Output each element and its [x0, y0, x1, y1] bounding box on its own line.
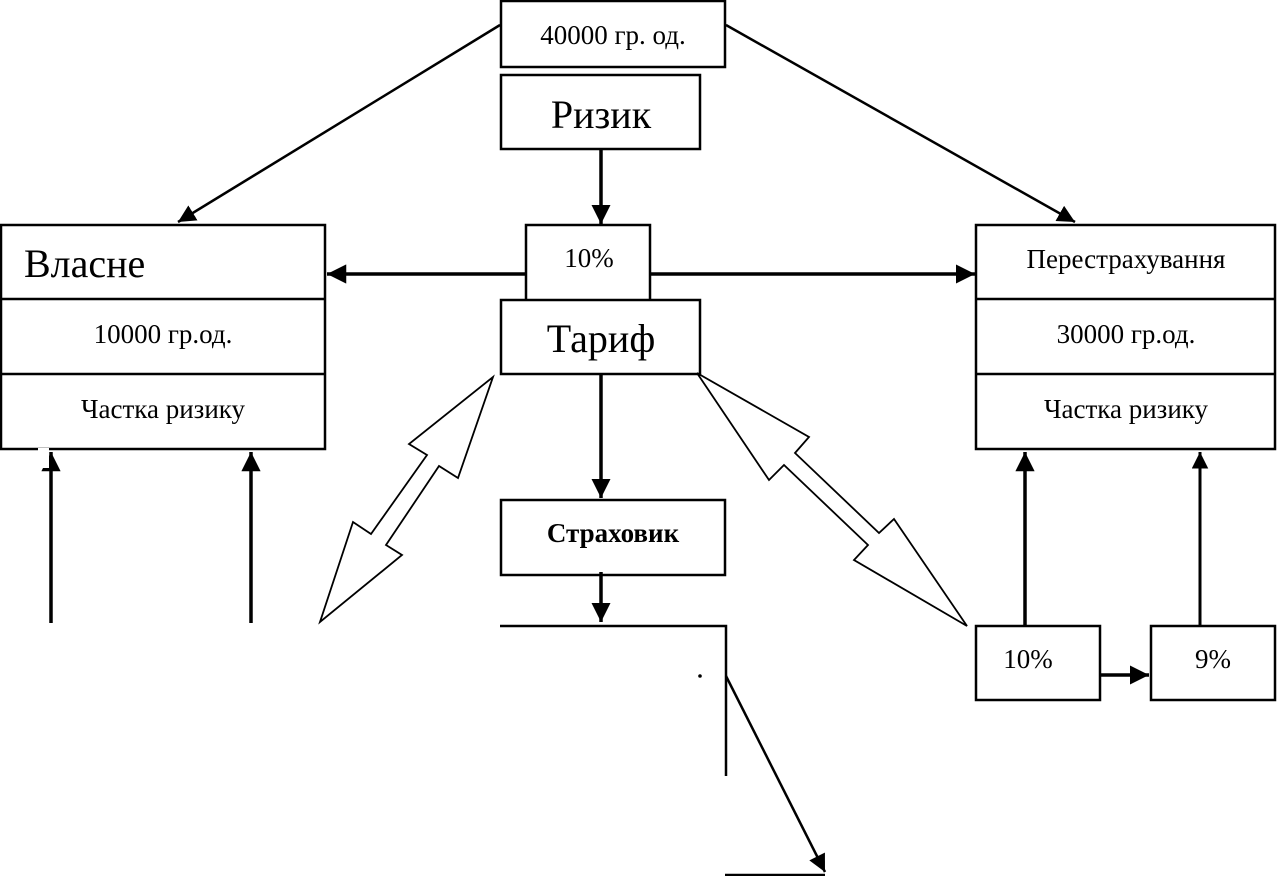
own-title: Власне: [24, 241, 145, 286]
rate-a-label: 10%: [1003, 644, 1053, 674]
insurer-node: Страховик: [499, 498, 727, 577]
arrow-total-to-own: [177, 23, 501, 224]
tariff-label: Тариф: [547, 316, 656, 361]
total-sum-node: 40000 гр. од.: [499, 0, 727, 69]
rate-percent-label: 10%: [564, 243, 614, 273]
insurer-label: Страховик: [547, 518, 680, 548]
reinsurance-share: Частка ризику: [1044, 394, 1209, 424]
rate-a-node: 10%: [974, 624, 1102, 702]
reinsurance-title: Перестрахування: [1027, 244, 1226, 274]
reinsurance-node: Перестрахування 30000 гр.од. Частка ризи…: [974, 223, 1277, 451]
arrow-total-to-reinsurance: [725, 23, 1076, 224]
arrow-frame-to-bottom-right: [724, 675, 827, 873]
rate-b-node: 9%: [1149, 624, 1277, 702]
rate-b-label: 9%: [1195, 644, 1231, 674]
own-retention-node: Власне 10000 гр.од. Частка ризику: [0, 223, 327, 451]
own-share: Частка ризику: [81, 394, 246, 424]
rate-percent-node: 10%: [524, 223, 652, 303]
double-block-arrow-left: [318, 374, 495, 625]
tariff-node: Тариф: [499, 298, 702, 376]
risk-label: Ризик: [551, 92, 652, 137]
total-sum-label: 40000 гр. од.: [540, 20, 686, 50]
risk-node: Ризик: [499, 73, 702, 151]
open-frame: [500, 624, 728, 776]
reinsurance-amount: 30000 гр.од.: [1057, 319, 1196, 349]
dot-mark: [698, 674, 702, 678]
double-block-arrow-right: [696, 372, 968, 627]
own-amount: 10000 гр.од.: [94, 319, 233, 349]
